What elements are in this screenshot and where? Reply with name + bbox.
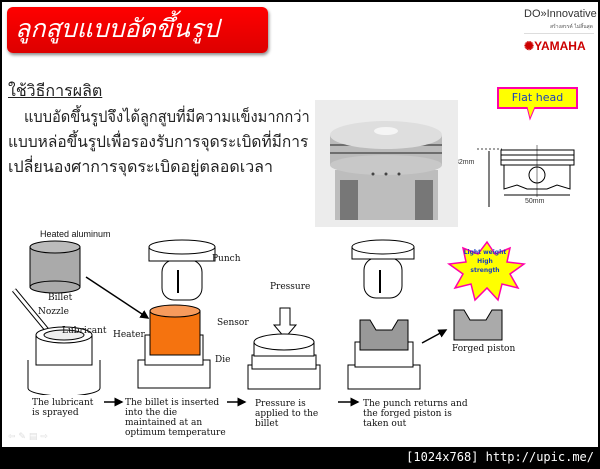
body-line: แบบอัดขึ้นรูปจึงได้ลูกสูบที่มีความแข็งมา… <box>24 107 310 126</box>
caption-arrows <box>104 397 360 407</box>
caption-step3: Pressure is applied to the billet <box>255 399 319 429</box>
label-billet: Billet <box>48 293 73 303</box>
watermark: [1024x768] http://upic.me/ <box>406 450 594 464</box>
flat-head-callout: Flat head <box>497 87 578 109</box>
slideshow-controls[interactable]: ⇦ ✎ ▤ ⇨ <box>8 432 48 442</box>
slide: ลูกสูบแบบอัดขึ้นรูป DO»Innovative สร้างส… <box>2 2 598 447</box>
logo-do-innovative: DO»Innovative <box>524 8 597 20</box>
caption-step1: The lubricant is sprayed <box>32 398 94 418</box>
die-step3 <box>247 333 321 390</box>
label-sensor: Sensor <box>217 318 249 328</box>
label-heated-aluminum: Heated aluminum <box>40 229 111 239</box>
label-lubricant: Lubricant <box>62 326 107 336</box>
piston-technical-drawing <box>477 107 575 207</box>
next-slide-icon[interactable]: ⇨ <box>40 432 48 442</box>
caption-step4: The punch returns and the forged piston … <box>363 399 468 429</box>
slide-title: ลูกสูบแบบอัดขึ้นรูป <box>7 7 268 53</box>
forged-piston <box>453 309 503 341</box>
width-dimension: 50mm <box>525 198 545 205</box>
die-step1 <box>27 326 101 395</box>
subheading: ใช้วิธีการผลิต <box>8 81 103 100</box>
starburst-badge <box>446 240 527 302</box>
label-forged-piston: Forged piston <box>452 344 516 354</box>
pressure-arrow <box>272 307 298 339</box>
menu-icon[interactable]: ▤ <box>28 432 38 442</box>
caption-step2: The billet is inserted into the die main… <box>125 398 226 438</box>
label-punch: Punch <box>212 254 241 264</box>
body-line: แบบหล่อขึ้นรูปเพื่อรองรับการจุดระเบิดที่… <box>8 132 309 151</box>
label-pressure: Pressure <box>270 282 311 292</box>
height-dimension: 32mm <box>455 159 475 166</box>
yamaha-emblem-icon: ✺ <box>524 39 535 53</box>
piston-photo <box>315 100 458 227</box>
logo-divider <box>524 33 594 34</box>
heated-billet <box>149 304 201 356</box>
punch-step4 <box>351 239 415 299</box>
yamaha-logo: ✺YAMAHA <box>524 39 586 53</box>
label-heater: Heater <box>113 330 145 340</box>
pen-icon[interactable]: ✎ <box>18 432 26 442</box>
body-line: เปลี่ยนองศาการจุดระเบิดอยู่ตลอดเวลา <box>8 157 273 176</box>
forging-process-diagram <box>12 239 527 395</box>
forged-piston-in-die <box>359 319 409 351</box>
punch-step2 <box>148 239 216 301</box>
previous-slide-icon[interactable]: ⇦ <box>8 432 16 442</box>
billet-shape <box>29 240 81 294</box>
label-nozzle: Nozzle <box>38 307 69 317</box>
logo-tagline: สร้างสรรค์ ไม่สิ้นสุด <box>550 24 593 30</box>
label-die: Die <box>215 355 231 365</box>
billet-arrow <box>85 276 150 319</box>
